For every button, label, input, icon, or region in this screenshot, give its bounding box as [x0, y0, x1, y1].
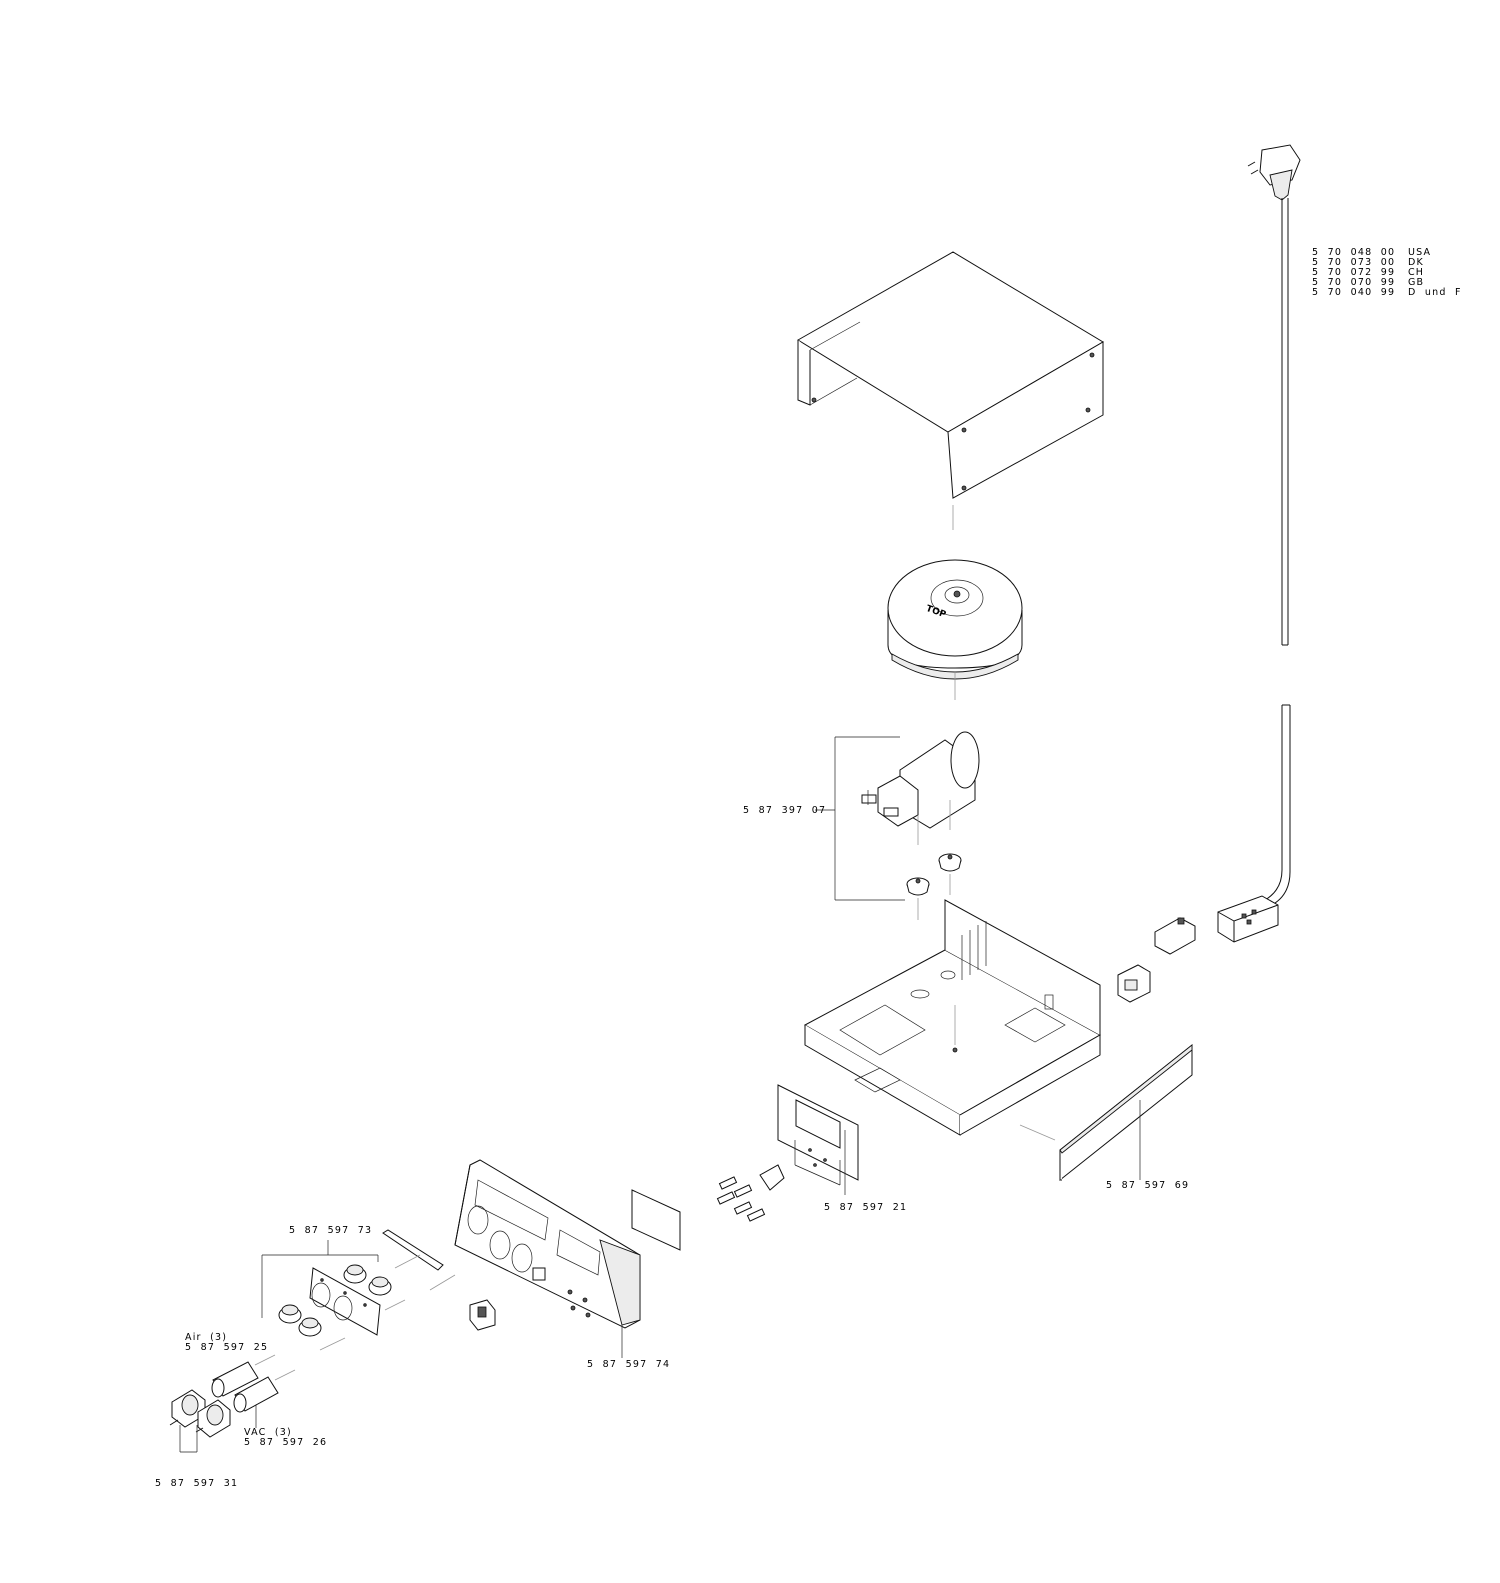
pump-assembly-label: 5 87 397 07	[743, 805, 827, 816]
hose-connector-1	[169, 1389, 206, 1428]
region: CH	[1407, 267, 1425, 278]
power-cord-lower	[1264, 704, 1291, 907]
region: D und F	[1407, 287, 1462, 298]
air-part-label: 5 87 597 25	[185, 1342, 269, 1353]
pump-assembly	[815, 731, 980, 901]
vac-caption-label: VAC (3)	[244, 1427, 292, 1438]
knob-set-label: 5 87 597 73	[289, 1225, 373, 1236]
knob-4	[298, 1317, 322, 1337]
rubber-foot-2	[938, 853, 962, 895]
inner-plate	[777, 1084, 859, 1195]
knob-1	[343, 1264, 367, 1284]
connectors-label: 5 87 597 31	[155, 1478, 239, 1489]
air-fitting	[211, 1361, 259, 1398]
assembly-guide-lines	[254, 1254, 456, 1381]
part-number: 5 70 073 00	[1312, 257, 1396, 268]
knob-panel-bracket	[261, 1240, 379, 1318]
region: USA	[1407, 247, 1432, 258]
power-cord-label-ch: 5 70 072 99 CH	[1312, 268, 1424, 278]
rubber-foot-1	[906, 877, 930, 920]
knob-panel	[309, 1267, 381, 1336]
power-switch-module	[1117, 964, 1151, 1003]
part-number: 5 70 070 99	[1312, 277, 1396, 288]
side-panel	[1019, 1043, 1193, 1182]
trim-strip	[382, 1229, 444, 1271]
hose-connector-2	[195, 1399, 231, 1438]
air-caption-label: Air (3)	[185, 1332, 228, 1343]
power-plug-icon	[1247, 144, 1301, 201]
front-panel	[454, 1159, 641, 1358]
power-cord-label-dk: 5 70 073 00 DK	[1312, 258, 1424, 268]
power-cord-label-usa: 5 70 048 00 USA	[1312, 248, 1431, 258]
part-number: 5 70 048 00	[1312, 247, 1396, 258]
rocker-switch	[469, 1299, 496, 1331]
knob-2	[368, 1276, 392, 1296]
inner-plate-label: 5 87 597 21	[824, 1202, 908, 1213]
power-cord-label-gb: 5 70 070 99 GB	[1312, 278, 1424, 288]
iec-connector-icon	[1217, 895, 1279, 943]
spacers-and-screws	[716, 1164, 785, 1222]
connector-bracket	[179, 1425, 198, 1453]
top-cover	[797, 251, 1104, 530]
vac-fitting	[233, 1376, 279, 1428]
knob-3	[278, 1304, 302, 1324]
chassis-base	[803, 899, 1102, 1136]
part-number: 5 70 040 99	[1312, 287, 1396, 298]
vac-part-label: 5 87 597 26	[244, 1437, 328, 1448]
toroidal-transformer: TOP	[887, 559, 1023, 700]
fuse-holder	[1154, 917, 1196, 955]
region: DK	[1407, 257, 1424, 268]
region: GB	[1407, 277, 1425, 288]
power-cord-label-d-und-f: 5 70 040 99 D und F	[1312, 288, 1462, 298]
power-cord-upper	[1281, 198, 1289, 646]
display-window	[631, 1189, 681, 1251]
side-panel-label: 5 87 597 69	[1106, 1180, 1190, 1191]
front-panel-label: 5 87 597 74	[587, 1359, 671, 1370]
part-number: 5 70 072 99	[1312, 267, 1396, 278]
